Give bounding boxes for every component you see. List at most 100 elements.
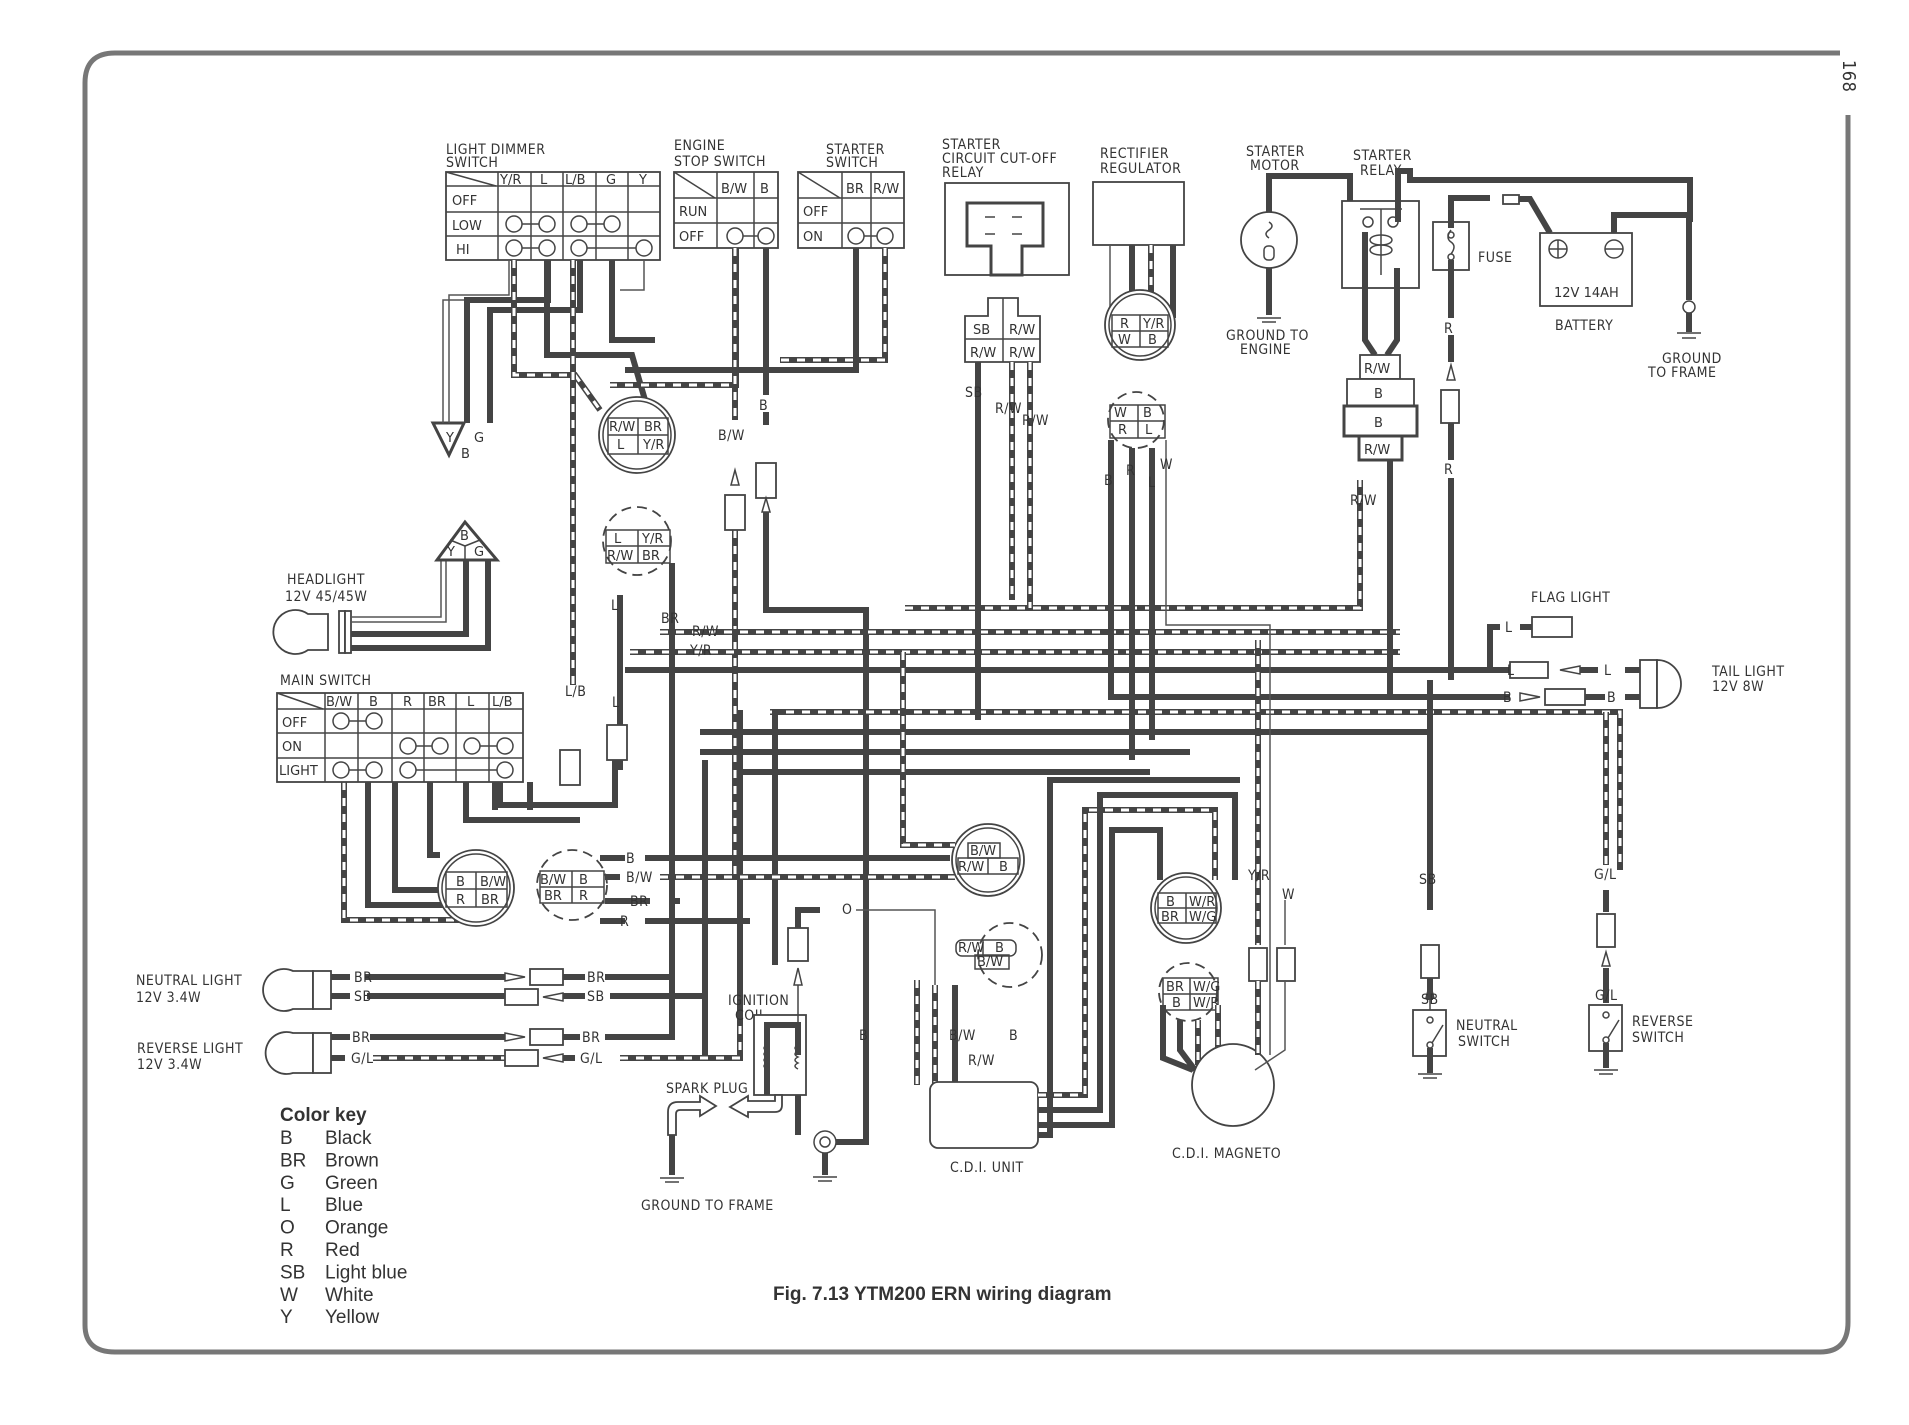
- wire-label-l: L: [1604, 663, 1612, 679]
- starter-relay: STARTER RELAY R/W B B R/W: [1341, 148, 1693, 462]
- conn-pin: BR: [1166, 980, 1184, 995]
- main-switch-row: ON: [282, 740, 302, 755]
- wire-label-sb: SB: [587, 989, 605, 1005]
- color-code: B: [280, 1128, 293, 1149]
- engine-stop-row: RUN: [679, 205, 707, 220]
- wire-label-br: BR: [630, 894, 648, 910]
- neutral-switch-title-2: SWITCH: [1458, 1034, 1510, 1050]
- conn-pin: R: [1120, 317, 1129, 332]
- ignition-coil-title: IGNITION: [728, 993, 789, 1009]
- dimmer-round-connector: R/W BR L Y/R: [598, 396, 676, 474]
- ground-frame-label-2: TO FRAME: [1647, 365, 1716, 381]
- color-code: BR: [280, 1150, 306, 1171]
- neutral-light-title: NEUTRAL LIGHT: [136, 973, 242, 989]
- conn-pin: B: [579, 873, 588, 888]
- color-code: G: [280, 1173, 295, 1194]
- conn-pin: B: [995, 941, 1004, 956]
- engine-stop-col: B/W: [721, 182, 747, 197]
- color-key-entry: BR Brown: [280, 1150, 379, 1171]
- page-number: 168: [1838, 60, 1859, 92]
- wire-label-b: B: [759, 398, 768, 414]
- wire-label-br: BR: [352, 1030, 370, 1046]
- wire-label-lb: L/B: [565, 684, 586, 700]
- conn-pin: L: [617, 438, 625, 453]
- main-switch-col: BR: [428, 695, 446, 710]
- conn-pin: Y/R: [641, 532, 663, 547]
- cdi-unit-title: C.D.I. UNIT: [950, 1160, 1024, 1176]
- headlight-title: HEADLIGHT: [287, 572, 365, 588]
- conn-pin: B/W: [970, 844, 996, 859]
- cdi-unit: R/W B B/W C.D.I. UNIT: [914, 777, 1240, 1176]
- wire-label-l: L: [612, 695, 620, 711]
- color-name: Green: [325, 1173, 378, 1194]
- conn-pin: Y/R: [642, 438, 664, 453]
- color-name: Brown: [325, 1150, 379, 1171]
- battery-spec: 12V 14AH: [1554, 286, 1619, 301]
- main-switch-col: B/W: [326, 695, 352, 710]
- reverse-light-title: REVERSE LIGHT: [137, 1041, 243, 1057]
- conn-pin: B: [1374, 387, 1383, 402]
- engine-stop-col: B: [760, 182, 769, 197]
- conn-pin: W/G: [1189, 910, 1216, 925]
- color-name: Red: [325, 1240, 360, 1261]
- neutral-switch-title: NEUTRAL: [1456, 1018, 1518, 1034]
- wire-label-w: W: [1160, 457, 1173, 473]
- conn-pin: R: [579, 889, 588, 904]
- wire-label-sb: SB: [1419, 872, 1437, 888]
- conn-pin: W: [1118, 333, 1131, 348]
- battery-label: BATTERY: [1555, 318, 1613, 334]
- conn-pin: G: [474, 545, 484, 560]
- conn-pin: R/W: [1009, 346, 1035, 361]
- wire-label-br: BR: [582, 1030, 600, 1046]
- ground-frame-label: GROUND TO FRAME: [641, 1198, 774, 1214]
- main-switch-col: B: [369, 695, 378, 710]
- dimmer-title-2: SWITCH: [446, 155, 498, 171]
- ground-engine-label: GROUND TO: [1226, 328, 1309, 344]
- dimmer-col: Y: [638, 173, 647, 188]
- conn-pin: R/W: [609, 420, 635, 435]
- engine-stop-title: ENGINE: [674, 138, 725, 154]
- starter-cutoff-relay: STARTER CIRCUIT CUT-OFF RELAY SB R/W R/W…: [942, 137, 1070, 363]
- conn-pin: SB: [973, 323, 990, 338]
- wire-label-br: BR: [661, 611, 679, 627]
- starter-switch-title-2: SWITCH: [826, 155, 878, 171]
- wire-label-br: BR: [587, 970, 605, 986]
- main-switch-col: L/B: [492, 695, 513, 710]
- color-name: Black: [325, 1128, 372, 1149]
- wire-label-rw: R/W: [1350, 493, 1377, 509]
- dimmer-row: HI: [456, 243, 470, 258]
- flag-light: FLAG LIGHT: [1487, 590, 1610, 670]
- spark-plug-title: SPARK PLUG: [666, 1081, 748, 1097]
- wire-label-b: B: [1607, 690, 1616, 706]
- reverse-switch: REVERSE SWITCH: [1588, 712, 1693, 1075]
- wire-label-gl: G/L: [580, 1051, 603, 1067]
- conn-pin: R: [456, 893, 465, 908]
- dimmer-row: OFF: [452, 194, 477, 209]
- tail-light-spec: 12V 8W: [1712, 679, 1764, 695]
- wire-label-r: R: [1126, 463, 1135, 479]
- conn-pin: R/W: [1009, 323, 1035, 338]
- starter-motor-title-2: MOTOR: [1250, 158, 1300, 174]
- conn-pin: BR: [644, 420, 662, 435]
- rectifier-regulator: RECTIFIER REGULATOR R Y/R W B: [1092, 146, 1185, 361]
- dimmer-row: LOW: [452, 219, 482, 234]
- starter-switch: STARTER SWITCH BR R/W OFF ON: [797, 142, 905, 249]
- wire-label-b: B: [1104, 473, 1113, 489]
- conn-pin: BR: [642, 549, 660, 564]
- cutoff-relay-title-2: CIRCUIT CUT-OFF: [942, 151, 1057, 167]
- ignition-coil: IGNITION COIL O: [728, 902, 936, 1182]
- reverse-light: REVERSE LIGHT 12V 3.4W: [137, 977, 743, 1075]
- wire-label-yr: Y/R: [1247, 868, 1270, 884]
- wire-label-rw: R/W: [968, 1053, 995, 1069]
- wire-label-b: B: [1009, 1028, 1018, 1044]
- starter-relay-title-2: RELAY: [1360, 163, 1402, 179]
- conn-pin: B/W: [480, 875, 506, 890]
- fuse-label: FUSE: [1478, 250, 1512, 266]
- engine-stop-title-2: STOP SWITCH: [674, 154, 766, 170]
- conn-pin: W/R: [1193, 996, 1219, 1011]
- conn-pin: B: [1166, 895, 1175, 910]
- wire-label-yr: Y/R: [689, 643, 712, 659]
- conn-pin: B: [1148, 333, 1157, 348]
